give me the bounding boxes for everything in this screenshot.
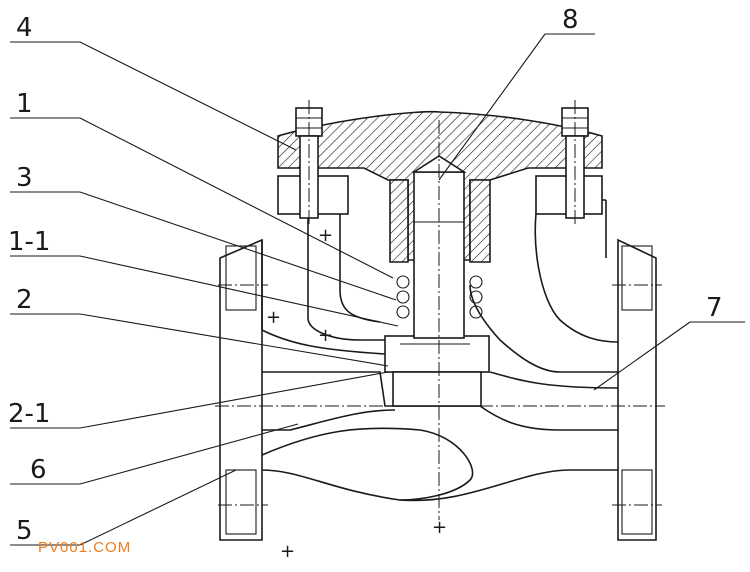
label-2-1: 2-1 (8, 399, 50, 429)
valve-body (219, 190, 657, 541)
leader-lines (10, 33, 745, 546)
label-1-1: 1-1 (8, 227, 50, 257)
watermark: PV001.COM (38, 539, 131, 556)
spring-right (469, 275, 483, 319)
plus-marker: + (318, 225, 333, 246)
label-1: 1 (16, 89, 33, 119)
label-3: 3 (16, 163, 33, 193)
plus-marker: + (280, 541, 295, 562)
label-4: 4 (16, 13, 33, 43)
right-bolt (561, 100, 589, 225)
label-5: 5 (16, 516, 33, 546)
bonnet-cover (277, 110, 603, 339)
label-8: 8 (562, 5, 579, 35)
plus-marker: + (318, 325, 333, 346)
plus-marker: + (266, 307, 281, 328)
label-6: 6 (30, 455, 47, 485)
label-7: 7 (706, 293, 723, 323)
spring-left (396, 275, 410, 319)
left-bolt (295, 100, 323, 225)
plus-marker: + (432, 517, 447, 538)
label-2: 2 (16, 285, 33, 315)
